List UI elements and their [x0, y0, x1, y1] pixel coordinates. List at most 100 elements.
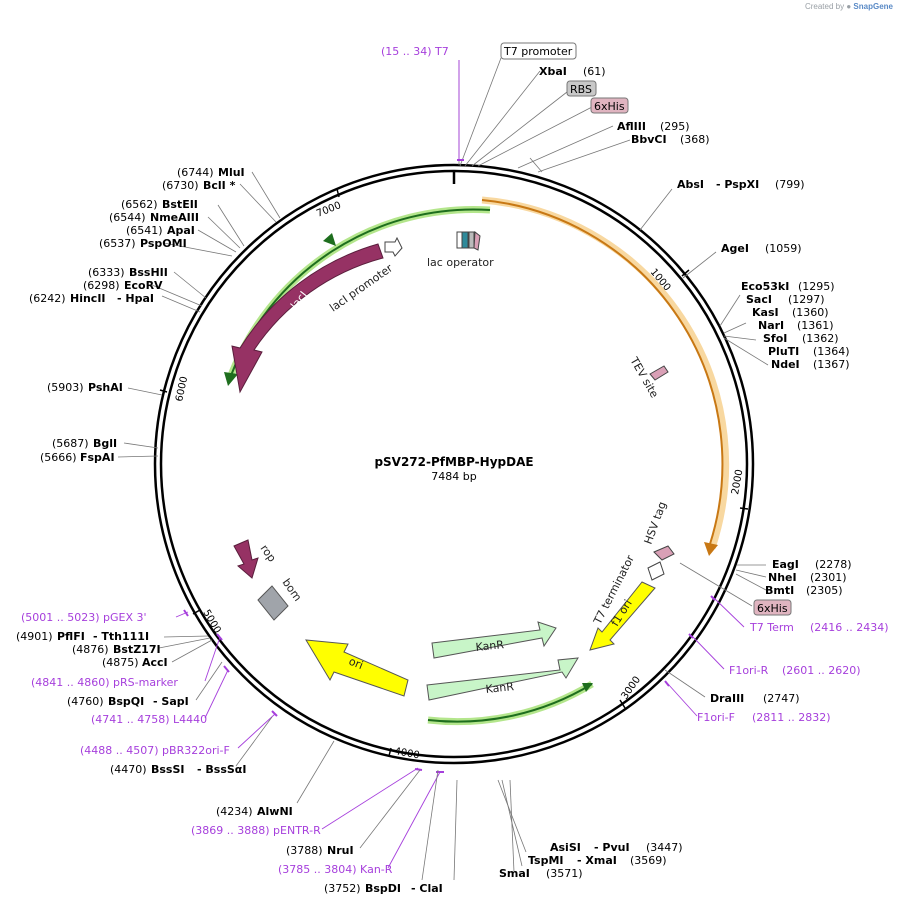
site-pluti-pos: (1364): [813, 345, 850, 358]
kanr-feature-2: [426, 657, 579, 701]
primer-pbr322: (4488 .. 4507) pBR322ori-F: [80, 744, 230, 757]
credit-brand: SnapGene: [853, 2, 893, 11]
f1-ori-feature: [589, 581, 656, 651]
site-pvui: - PvuI: [594, 841, 630, 854]
site-hpai: - HpaI: [117, 292, 154, 305]
his-top-box: [590, 97, 629, 114]
site-besshii: BssHII: [129, 266, 168, 279]
primer-l4440: (4741 .. 4758) L4440: [91, 713, 207, 726]
site-eco53ki: Eco53kI: [741, 280, 789, 293]
site-draiii: DraIII: [710, 692, 744, 705]
site-bbvci-pos: (368): [680, 133, 710, 146]
kanr-feature-1: [431, 621, 557, 659]
site-draiii-pos: (2747): [763, 692, 800, 705]
bottom-left-leaders: [117, 171, 527, 881]
site-alwni: AlwNI: [257, 805, 293, 818]
site-nmeaiii-pos: (6544): [109, 211, 146, 224]
tick-mark-3000: [619, 699, 626, 709]
site-nhei: NheI: [768, 571, 797, 584]
site-xbai-pos: (61): [583, 65, 606, 78]
site-afliii: AflIII: [617, 120, 646, 133]
site-tth111i: - Tth111I: [93, 630, 149, 643]
tick-2000: 2000: [730, 469, 745, 496]
site-kasi-pos: (1360): [792, 306, 829, 319]
site-pspomi: PspOMI: [140, 237, 187, 250]
site-sapi: - SapI: [153, 695, 189, 708]
site-bsteii-pos: (6562): [121, 198, 158, 211]
ori-label: ori: [347, 655, 365, 672]
site-apai: ApaI: [167, 224, 195, 237]
site-bmti: BmtI: [765, 584, 794, 597]
site-sfoi: SfoI: [763, 332, 787, 345]
t7-terminator-glyph: [647, 561, 665, 581]
site-bmti-pos: (2305): [806, 584, 843, 597]
rop-label: rop: [258, 542, 279, 564]
primer-pgex: (5001 .. 5023) pGEX 3': [21, 611, 147, 624]
his-tag-glyph: [473, 231, 481, 251]
site-pspxi: - PspXI: [716, 178, 759, 191]
site-pflfi: PflFI: [57, 630, 85, 643]
tick-mark-7000: [336, 188, 340, 198]
site-nari-pos: (1361): [797, 319, 834, 332]
primer-f1orir: F1ori-R: [729, 664, 769, 677]
tick-4000: 4000: [393, 746, 420, 761]
site-acci: AccI: [142, 656, 168, 669]
laci-feature: [231, 243, 384, 394]
hsv-tag-glyph: [653, 545, 675, 561]
tev-site-glyph: [649, 365, 669, 381]
tick-mark-1000: [681, 269, 690, 277]
top-leaders: [458, 57, 769, 366]
lac-operator-label: lac operator: [427, 256, 494, 269]
site-pshai-pos: (5903): [47, 381, 84, 394]
tick-mark-2000: [739, 507, 749, 510]
site-tspmi: TspMI: [528, 854, 564, 867]
site-pluti: PluTI: [768, 345, 799, 358]
kan-arc: [427, 683, 593, 723]
kanr-label-2: KanR: [485, 680, 515, 696]
snapgene-logo-icon: ●: [846, 2, 852, 11]
his-right-label: 6xHis: [757, 602, 788, 615]
kanr-label-1: KanR: [475, 638, 505, 654]
primer-t7term: T7 Term: [749, 621, 794, 634]
site-ecorv-pos: (6298): [83, 279, 120, 292]
site-hincii-pos: (6242): [29, 292, 66, 305]
primer-t7: (15 .. 34) T7: [381, 45, 449, 58]
site-absi: AbsI: [677, 178, 704, 191]
site-bsssi: BssSI: [151, 763, 185, 776]
site-bsssi-pos: (4470): [110, 763, 147, 776]
laci-promoter-arrow: [384, 236, 403, 257]
site-bbvci: BbvCI: [631, 133, 667, 146]
bom-feature: [257, 585, 289, 621]
primer-marks: [183, 159, 716, 773]
hsv-tag-label: HSV tag: [642, 500, 669, 546]
kan-arc-head: [582, 683, 593, 692]
site-eco53ki-pos: (1295): [798, 280, 835, 293]
primer-f1orir-pos: (2601 .. 2620): [782, 664, 861, 677]
site-pshai: PshAI: [88, 381, 123, 394]
site-apai-pos: (6541): [126, 224, 163, 237]
primer-pentr: (3869 .. 3888) pENTR-R: [191, 824, 321, 837]
site-bspdi-pos: (3752): [324, 882, 361, 895]
site-saci: SacI: [746, 293, 772, 306]
backbone-outer: [153, 163, 755, 765]
rbs-label: RBS: [570, 83, 592, 96]
t7-promoter-box: [500, 42, 577, 60]
cds-arc-head: [704, 542, 718, 556]
site-kasi: KasI: [752, 306, 779, 319]
site-eagi: EagI: [772, 558, 799, 571]
site-mlui-pos: (6744): [177, 166, 214, 179]
site-ndei-pos: (1367): [813, 358, 850, 371]
primer-f1orif-pos: (2811 .. 2832): [752, 711, 831, 724]
rop-feature: [233, 539, 259, 579]
right-leaders: [664, 562, 767, 698]
site-fspai-pos: (5666): [40, 451, 77, 464]
site-tspmi-pos: (3569): [630, 854, 667, 867]
site-bspqi-pos: (4760): [67, 695, 104, 708]
site-eagi-pos: (2278): [815, 558, 852, 571]
site-xbai: XbaI: [539, 65, 567, 78]
site-smai: SmaI: [499, 867, 530, 880]
tick-6000: 6000: [174, 375, 190, 402]
site-fspai: FspAI: [80, 451, 115, 464]
ori-feature: [305, 639, 409, 697]
site-asisi: AsiSI: [550, 841, 581, 854]
